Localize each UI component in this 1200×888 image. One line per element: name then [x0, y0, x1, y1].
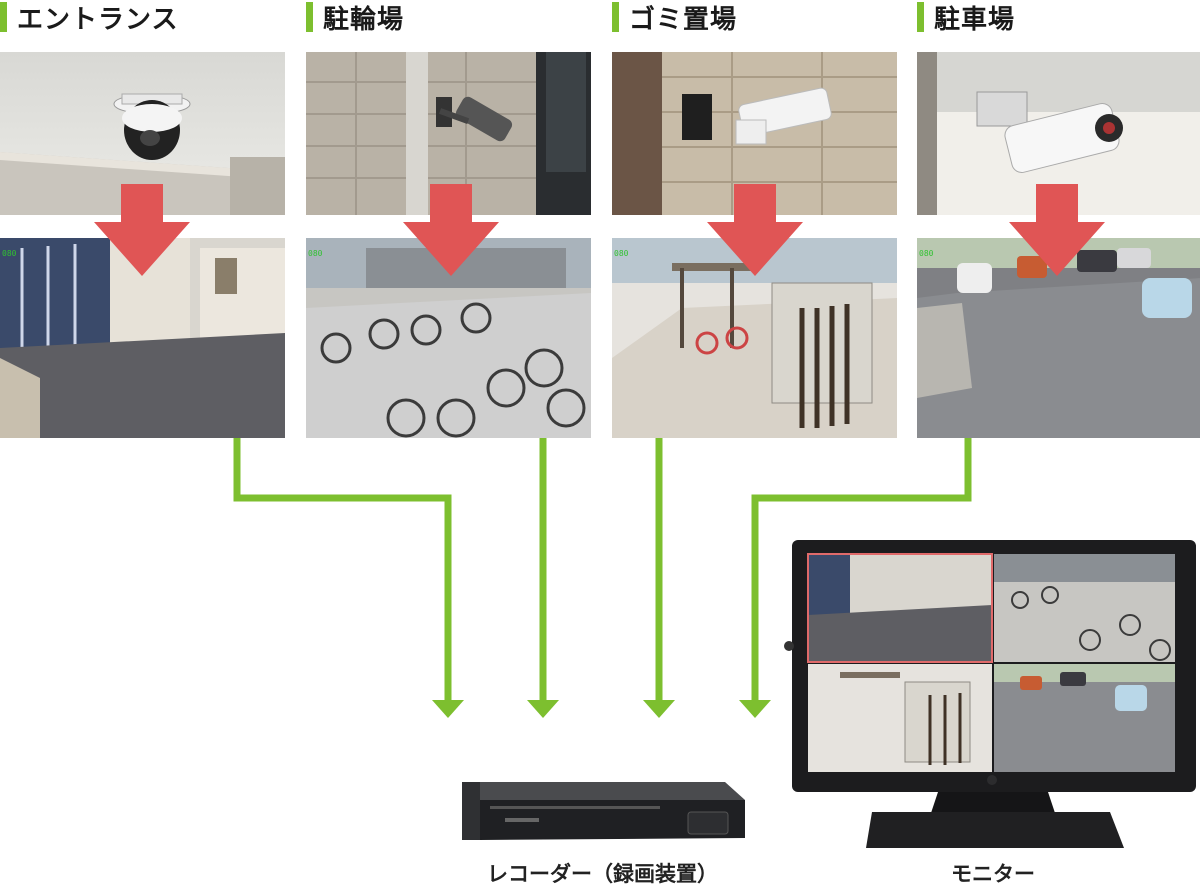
- green-arrowhead-icon: [739, 700, 771, 718]
- green-arrowhead-icon: [643, 700, 675, 718]
- recorder-device-icon: [462, 782, 745, 840]
- green-arrowhead-icon: [432, 700, 464, 718]
- down-arrow-parking-icon: [1009, 184, 1105, 276]
- recorder-label: レコーダー（録画装置）: [487, 858, 718, 888]
- down-arrow-entrance-icon: [94, 184, 190, 276]
- down-arrow-bicycle-icon: [403, 184, 499, 276]
- green-arrowhead-icon: [527, 700, 559, 718]
- down-arrow-garbage-icon: [707, 184, 803, 276]
- monitor-label: モニター: [951, 858, 1035, 888]
- connector-line-entrance: [237, 438, 448, 700]
